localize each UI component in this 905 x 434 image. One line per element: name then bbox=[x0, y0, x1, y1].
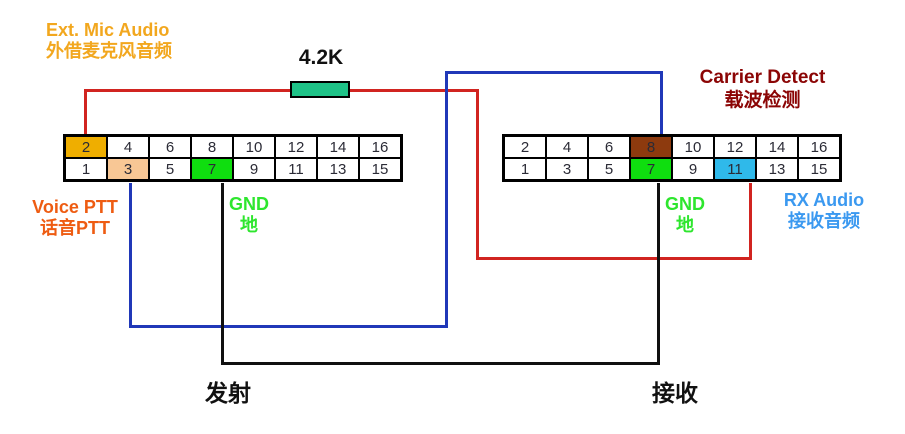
black-wire-bottom-horizontal bbox=[221, 362, 660, 365]
gnd-label-receive-en: GND bbox=[665, 194, 705, 214]
transmit-pin-1: 1 bbox=[63, 157, 108, 182]
receive-pin-4: 4 bbox=[545, 134, 589, 159]
receive-pin-11: 11 bbox=[713, 157, 757, 182]
receive-pin-7: 7 bbox=[629, 157, 673, 182]
resistor-body bbox=[290, 81, 350, 98]
transmit-pin-15: 15 bbox=[358, 157, 403, 182]
receive-pin-8: 8 bbox=[629, 134, 673, 159]
gnd-label-transmit-en: GND bbox=[229, 194, 269, 214]
receive-pin-10: 10 bbox=[671, 134, 715, 159]
receive-pin-3: 3 bbox=[545, 157, 589, 182]
carrier-detect-label-zh: 载波检测 bbox=[724, 90, 801, 111]
ext-mic-audio-label-en: Ext. Mic Audio bbox=[46, 20, 170, 40]
transmit-pin-9: 9 bbox=[232, 157, 276, 182]
black-wire-tx-pin7-drop bbox=[221, 183, 224, 365]
transmit-pin-4: 4 bbox=[106, 134, 150, 159]
red-wire-mid-drop bbox=[476, 89, 479, 260]
transmit-pin-3: 3 bbox=[106, 157, 150, 182]
transmit-pin-6: 6 bbox=[148, 134, 192, 159]
ext-mic-audio-label-zh: 外借麦克风音频 bbox=[46, 41, 172, 61]
rx-audio-label: RX Audio 接收音频 bbox=[764, 190, 884, 232]
receive-pin-13: 13 bbox=[755, 157, 799, 182]
gnd-label-transmit-zh: 地 bbox=[240, 215, 258, 235]
transmit-pin-13: 13 bbox=[316, 157, 360, 182]
receive-pin-5: 5 bbox=[587, 157, 631, 182]
rx-audio-label-zh: 接收音频 bbox=[788, 211, 860, 231]
receive-caption: 接收 bbox=[652, 380, 698, 406]
transmit-pin-8: 8 bbox=[190, 134, 234, 159]
gnd-label-receive: GND 地 bbox=[662, 194, 708, 236]
voice-ptt-label-en: Voice PTT bbox=[32, 197, 118, 217]
resistor-value-label: 4.2K bbox=[298, 46, 344, 69]
transmit-pin-2: 2 bbox=[63, 134, 108, 159]
blue-wire-top-horizontal bbox=[445, 71, 663, 74]
transmit-caption: 发射 bbox=[205, 380, 251, 406]
red-wire-lower-horizontal bbox=[476, 257, 752, 260]
red-wire-rx-pin11-riser bbox=[749, 183, 752, 260]
receive-pin-12: 12 bbox=[713, 134, 757, 159]
transmit-pin-7: 7 bbox=[190, 157, 234, 182]
transmit-pin-14: 14 bbox=[316, 134, 360, 159]
transmit-pin-12: 12 bbox=[274, 134, 318, 159]
receive-pin-1: 1 bbox=[502, 157, 547, 182]
red-wire-top-horizontal bbox=[84, 89, 479, 92]
red-wire-tx-pin2-riser bbox=[84, 89, 87, 135]
ext-mic-audio-label: Ext. Mic Audio 外借麦克风音频 bbox=[46, 20, 172, 62]
blue-wire-tx-pin3-drop bbox=[129, 183, 132, 328]
transmit-pin-11: 11 bbox=[274, 157, 318, 182]
black-wire-rx-pin7-drop bbox=[657, 183, 660, 365]
receive-pin-16: 16 bbox=[797, 134, 842, 159]
rx-audio-label-en: RX Audio bbox=[783, 190, 865, 210]
receive-pin-15: 15 bbox=[797, 157, 842, 182]
transmit-pin-10: 10 bbox=[232, 134, 276, 159]
receive-pin-14: 14 bbox=[755, 134, 799, 159]
gnd-label-receive-zh: 地 bbox=[676, 215, 694, 235]
blue-wire-lower-horizontal bbox=[129, 325, 448, 328]
receive-pin-6: 6 bbox=[587, 134, 631, 159]
gnd-label-transmit: GND 地 bbox=[226, 194, 272, 236]
carrier-detect-label: Carrier Detect 载波检测 bbox=[665, 66, 860, 112]
blue-wire-mid-riser bbox=[445, 71, 448, 328]
receive-pin-9: 9 bbox=[671, 157, 715, 182]
carrier-detect-label-en: Carrier Detect bbox=[699, 67, 826, 88]
voice-ptt-label-zh: 话音PTT bbox=[40, 218, 110, 238]
receive-pin-2: 2 bbox=[502, 134, 547, 159]
voice-ptt-label: Voice PTT 话音PTT bbox=[16, 197, 134, 239]
transmit-pin-16: 16 bbox=[358, 134, 403, 159]
transmit-pin-5: 5 bbox=[148, 157, 192, 182]
blue-wire-rx-pin8-drop bbox=[660, 71, 663, 134]
